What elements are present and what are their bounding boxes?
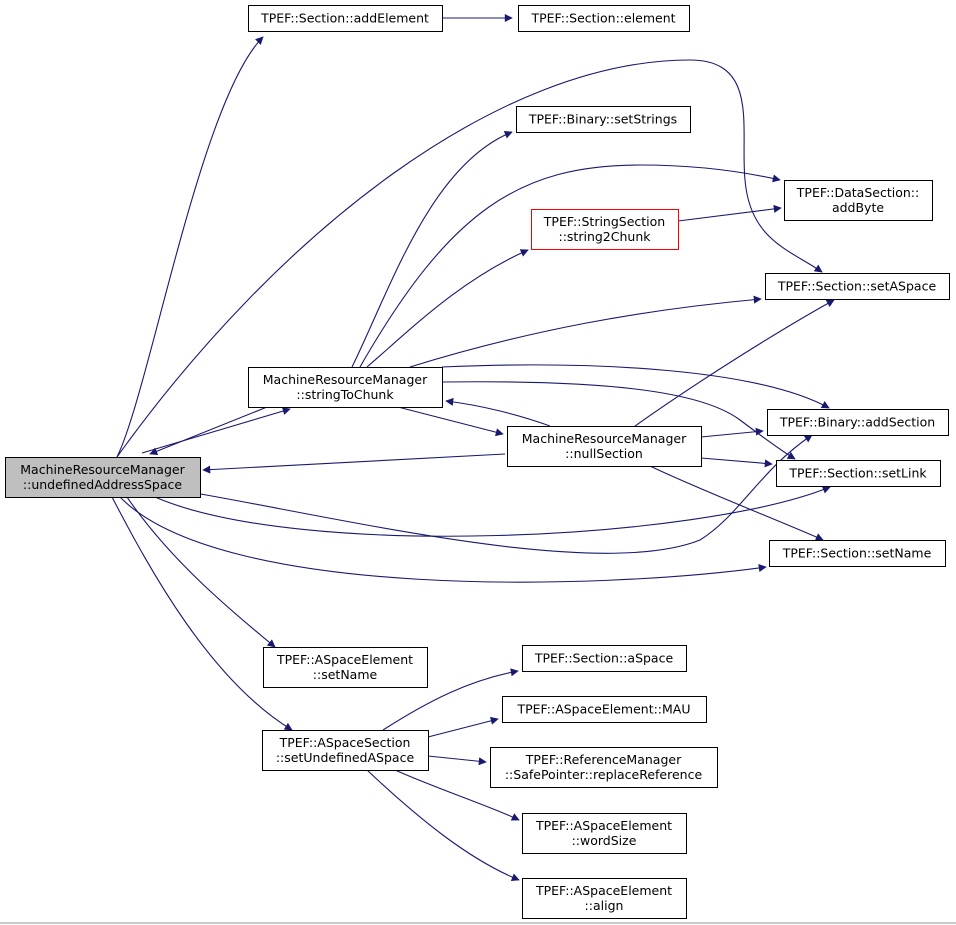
node-label: ::SafePointer::replaceReference (505, 767, 703, 782)
node-binary-set-strings[interactable]: TPEF::Binary::setStrings (516, 106, 691, 133)
edge-undefined-address-space-to-binary-add-section (649, 465, 824, 541)
node-label: addByte (832, 200, 884, 215)
node-label: TPEF::Section::element (530, 11, 675, 26)
node-aspace-element-mau[interactable]: TPEF::ASpaceElement::MAU (502, 696, 707, 723)
node-box (518, 5, 690, 32)
node-label: TPEF::DataSection:: (796, 185, 919, 200)
node-section-aspace[interactable]: TPEF::Section::aSpace (522, 645, 687, 672)
edge-null-section-to-binary-add-section (634, 299, 835, 427)
edge-string-to-chunk-to-section-set-link (441, 381, 796, 460)
node-box (769, 540, 946, 567)
edges-layer (111, 14, 835, 881)
node-binary-add-section[interactable]: TPEF::Binary::addSection (767, 409, 949, 436)
node-label: ::string2Chunk (559, 229, 652, 244)
node-box (767, 409, 949, 436)
edge-28 (366, 769, 520, 881)
edge-null-section-to-section-set-aspace (149, 406, 268, 456)
node-aspace-element-align[interactable]: TPEF::ASpaceElement::align (522, 878, 687, 919)
node-section-set-name[interactable]: TPEF::Section::setName (769, 540, 946, 567)
edge-undefined-address-space-to-string-to-chunk (141, 407, 291, 454)
node-aspace-element-set-name[interactable]: TPEF::ASpaceElement::setName (263, 647, 428, 688)
node-data-section-add-byte[interactable]: TPEF::DataSection::addByte (784, 180, 933, 221)
edge-aspace-section-set-undefined-aspace-to-aspace-element-mau (382, 668, 519, 731)
node-box (531, 209, 679, 250)
node-label: MachineResourceManager (263, 372, 428, 387)
edge-null-section-to-section-set-link (700, 427, 764, 438)
node-string-to-chunk[interactable]: MachineResourceManager::stringToChunk (248, 367, 443, 408)
node-null-section[interactable]: MachineResourceManager::nullSection (507, 426, 702, 467)
edge-aspace-section-set-undefined-aspace-to-aspace-element-align (394, 769, 520, 821)
edge-undefined-address-space-to-aspace-section-set-undefined-aspace (126, 496, 276, 648)
node-box (507, 426, 702, 467)
node-string-section-string2chunk[interactable]: TPEF::StringSection::string2Chunk (531, 209, 679, 250)
node-aspace-element-word-size[interactable]: TPEF::ASpaceElement::wordSize (522, 813, 687, 854)
node-box (248, 367, 443, 408)
node-box (522, 645, 687, 672)
edge-aspace-section-set-undefined-aspace-to-aspace-element-word-size (427, 755, 487, 766)
node-label: ::undefinedAddressSpace (23, 477, 182, 492)
node-label: ::stringToChunk (296, 387, 394, 402)
node-reference-manager-replace-reference[interactable]: TPEF::ReferenceManager::SafePointer::rep… (490, 747, 718, 788)
node-box (490, 747, 718, 788)
node-section-set-aspace[interactable]: TPEF::Section::setASpace (765, 273, 950, 300)
node-label: TPEF::Section::addElement (260, 11, 429, 26)
node-label: TPEF::Section::aSpace (534, 651, 674, 666)
node-label: TPEF::StringSection (543, 214, 665, 229)
node-label: TPEF::ASpaceElement (535, 883, 672, 898)
node-box (263, 647, 428, 688)
edge-undefined-address-space-to-section-set-link (194, 434, 813, 554)
edge-aspace-section-set-undefined-aspace-to-section-aspace (111, 496, 293, 731)
edge-string-to-chunk-to-data-section-add-byte (359, 164, 781, 368)
node-aspace-section-set-undefined-aspace[interactable]: TPEF::ASpaceSection::setUndefinedASpace (262, 730, 429, 771)
edge-string-to-chunk-to-binary-add-section (441, 364, 830, 409)
node-box (5, 457, 201, 498)
node-label: TPEF::ASpaceElement (535, 818, 672, 833)
edge-null-section-to-section-set-name (700, 457, 773, 468)
node-label: TPEF::Section::setName (782, 546, 932, 561)
node-box (502, 696, 707, 723)
node-label: ::align (585, 898, 624, 913)
node-label: TPEF::Binary::setStrings (528, 112, 677, 127)
edge-undefined-address-space-to-section-set-name (154, 486, 831, 537)
node-label: ::wordSize (572, 833, 637, 848)
edge-undefined-address-space-to-aspace-element-set-name (119, 496, 767, 583)
node-label: TPEF::ASpaceElement::MAU (516, 702, 690, 717)
edge-undefined-address-space-to-section-add-element (116, 36, 264, 458)
node-label: TPEF::ReferenceManager (525, 752, 682, 767)
edge-null-section-to-string-to-chunk (445, 397, 551, 427)
edge-string-to-chunk-to-string-section-string2chunk (366, 249, 529, 368)
node-box (765, 273, 950, 300)
node-box (248, 5, 443, 32)
node-label: TPEF::Section::setASpace (777, 279, 937, 294)
node-label: MachineResourceManager (20, 462, 185, 477)
bottom-divider (0, 922, 956, 924)
node-box (516, 106, 691, 133)
edge-aspace-section-set-undefined-aspace-to-reference-manager-replace-reference (427, 716, 499, 738)
node-label: ::nullSection (565, 446, 643, 461)
edge-string-to-chunk-to-section-set-aspace (409, 295, 762, 368)
node-label: ::setUndefinedASpace (276, 750, 415, 765)
nodes-layer: MachineResourceManager::undefinedAddress… (5, 5, 950, 919)
node-section-set-link[interactable]: TPEF::Section::setLink (776, 460, 941, 487)
node-section-add-element[interactable]: TPEF::Section::addElement (248, 5, 443, 32)
node-label: TPEF::Binary::addSection (779, 415, 935, 430)
edge-string-to-chunk-to-binary-set-strings (351, 130, 513, 368)
node-undefined-address-space[interactable]: MachineResourceManager::undefinedAddress… (5, 457, 201, 498)
edge-string-section-string2chunk-to-data-section-add-byte (677, 204, 782, 222)
node-box (522, 813, 687, 854)
node-box (522, 878, 687, 919)
node-label: TPEF::Section::setLink (788, 466, 927, 481)
edge-null-section-to-undefined-address-space (202, 453, 506, 474)
node-box (784, 180, 933, 221)
edge-undefined-address-space-to-section-set-aspace (116, 59, 823, 458)
node-box (776, 460, 941, 487)
node-label: MachineResourceManager (522, 431, 687, 446)
node-section-element[interactable]: TPEF::Section::element (518, 5, 690, 32)
node-label: ::setName (313, 667, 378, 682)
edge-string-to-chunk-to-null-section (397, 406, 504, 437)
node-label: TPEF::ASpaceElement (276, 652, 413, 667)
node-label: TPEF::ASpaceSection (279, 735, 411, 750)
node-box (262, 730, 429, 771)
